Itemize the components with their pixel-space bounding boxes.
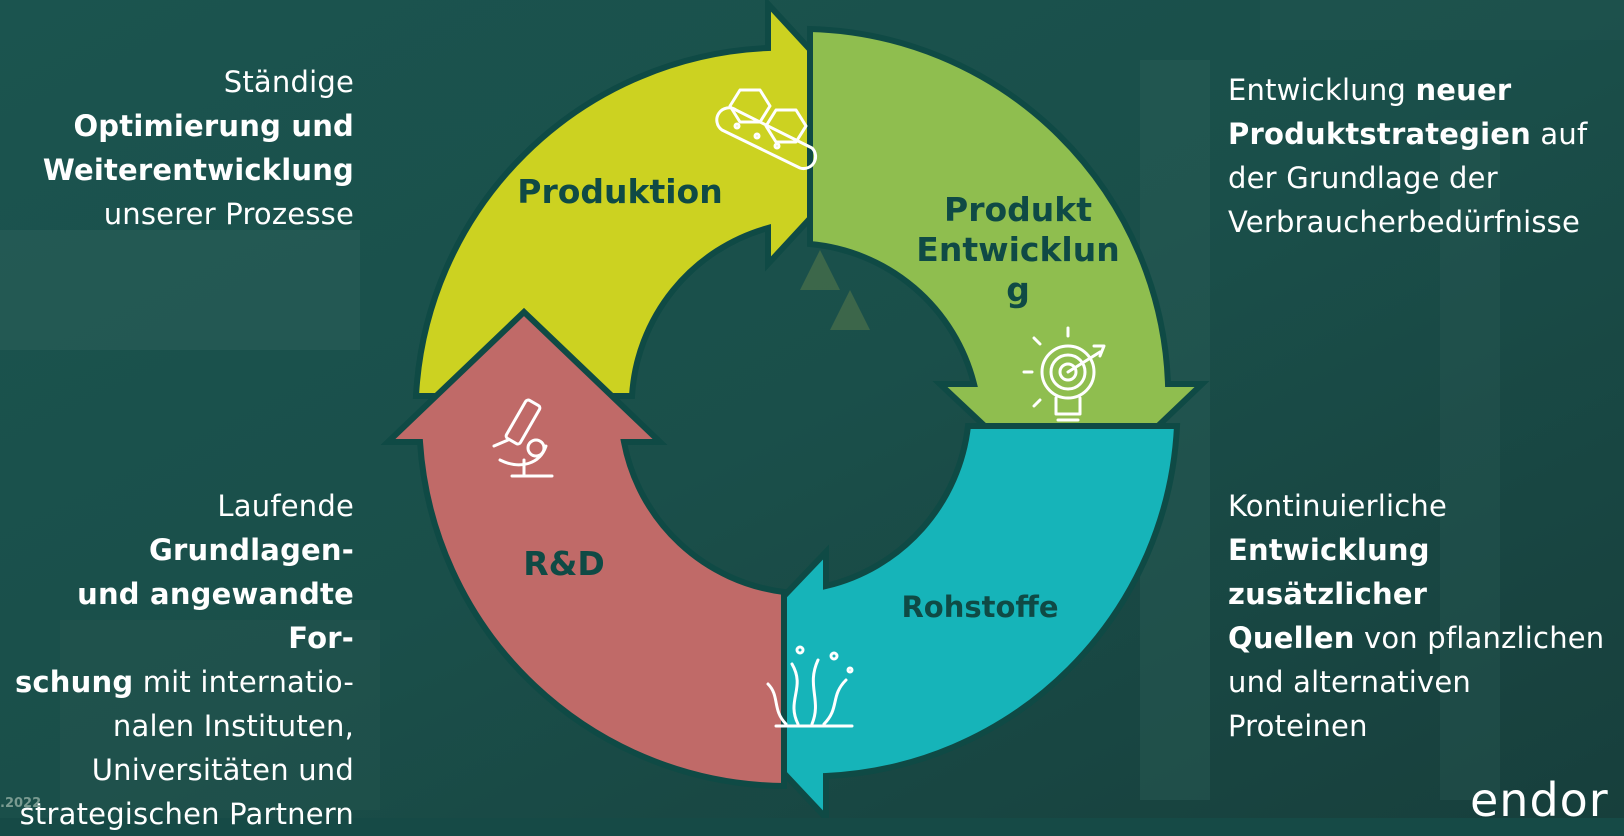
machine-column: [1440, 120, 1500, 800]
description-line: Laufende Grundlagen-: [149, 489, 354, 567]
description-line: Verbraucherbedürfnisse: [1228, 205, 1580, 239]
machine-pipe: [0, 230, 360, 350]
description-line: und alternativen: [1228, 665, 1472, 699]
machine-frame: [1260, 0, 1624, 40]
segment-label-produktion: Produktion: [517, 172, 723, 211]
description-line: Entwicklung zusätzlicher: [1228, 533, 1430, 611]
description-line: Optimierung und: [73, 109, 354, 143]
segment-rnd: [380, 307, 787, 790]
description-rohstoffe: Kontinuierliche Entwicklung zusätzlicher…: [1228, 484, 1624, 748]
description-line: unserer Prozesse: [103, 197, 354, 231]
description-produktion: Ständige Optimierung und Weiterentwicklu…: [8, 60, 354, 236]
cycle-diagram: [380, 0, 1210, 818]
description-line: strategischen Partnern: [19, 797, 354, 831]
microscope-icon: [492, 398, 554, 478]
description-line: Universitäten und: [91, 753, 354, 787]
description-line: und angewandte For-: [77, 577, 354, 655]
description-produktentwicklung: Entwicklung neuer Produktstrategien auf …: [1228, 68, 1624, 244]
description-line: Weiterentwicklung: [42, 153, 354, 187]
segment-label-rohstoffe: Rohstoffe: [901, 590, 1059, 624]
segment-label-line: g: [1006, 270, 1030, 309]
description-line: der Grundlage der: [1228, 161, 1498, 195]
seaweed-icon: [766, 645, 854, 728]
company-logo: endor: [1470, 773, 1609, 827]
segment-rohstoffe: [695, 423, 1181, 818]
description-line: Quellen von pflanzlichen: [1228, 621, 1605, 655]
segment-label-rnd: R&D: [523, 544, 605, 583]
segment-produktion: [412, 0, 893, 399]
description-line: Kontinuierliche: [1228, 489, 1447, 523]
description-line: nalen Instituten,: [112, 709, 354, 743]
description-line: Produktstrategien auf: [1228, 117, 1588, 151]
segment-label-line: Produkt: [944, 190, 1092, 229]
description-line: Proteinen: [1228, 709, 1368, 743]
description-line: Entwicklung neuer: [1228, 73, 1512, 107]
conveyor-boxes-icon: [715, 88, 818, 171]
segment-label-produktentwicklung: Produkt Entwicklun g: [908, 190, 1128, 310]
description-rnd: Laufende Grundlagen- und angewandte For-…: [4, 484, 354, 836]
segment-label-line: Entwicklun: [916, 230, 1120, 269]
warning-sign: [830, 290, 870, 330]
machine-base: [60, 620, 380, 810]
lightbulb-target-icon: [1022, 326, 1106, 422]
description-line: Ständige: [223, 65, 354, 99]
warning-sign: [800, 250, 840, 290]
description-line: schung mit internatio-: [14, 665, 354, 699]
footer-date: .2022: [0, 796, 42, 811]
segment-produktentwicklung: [807, 25, 1210, 513]
